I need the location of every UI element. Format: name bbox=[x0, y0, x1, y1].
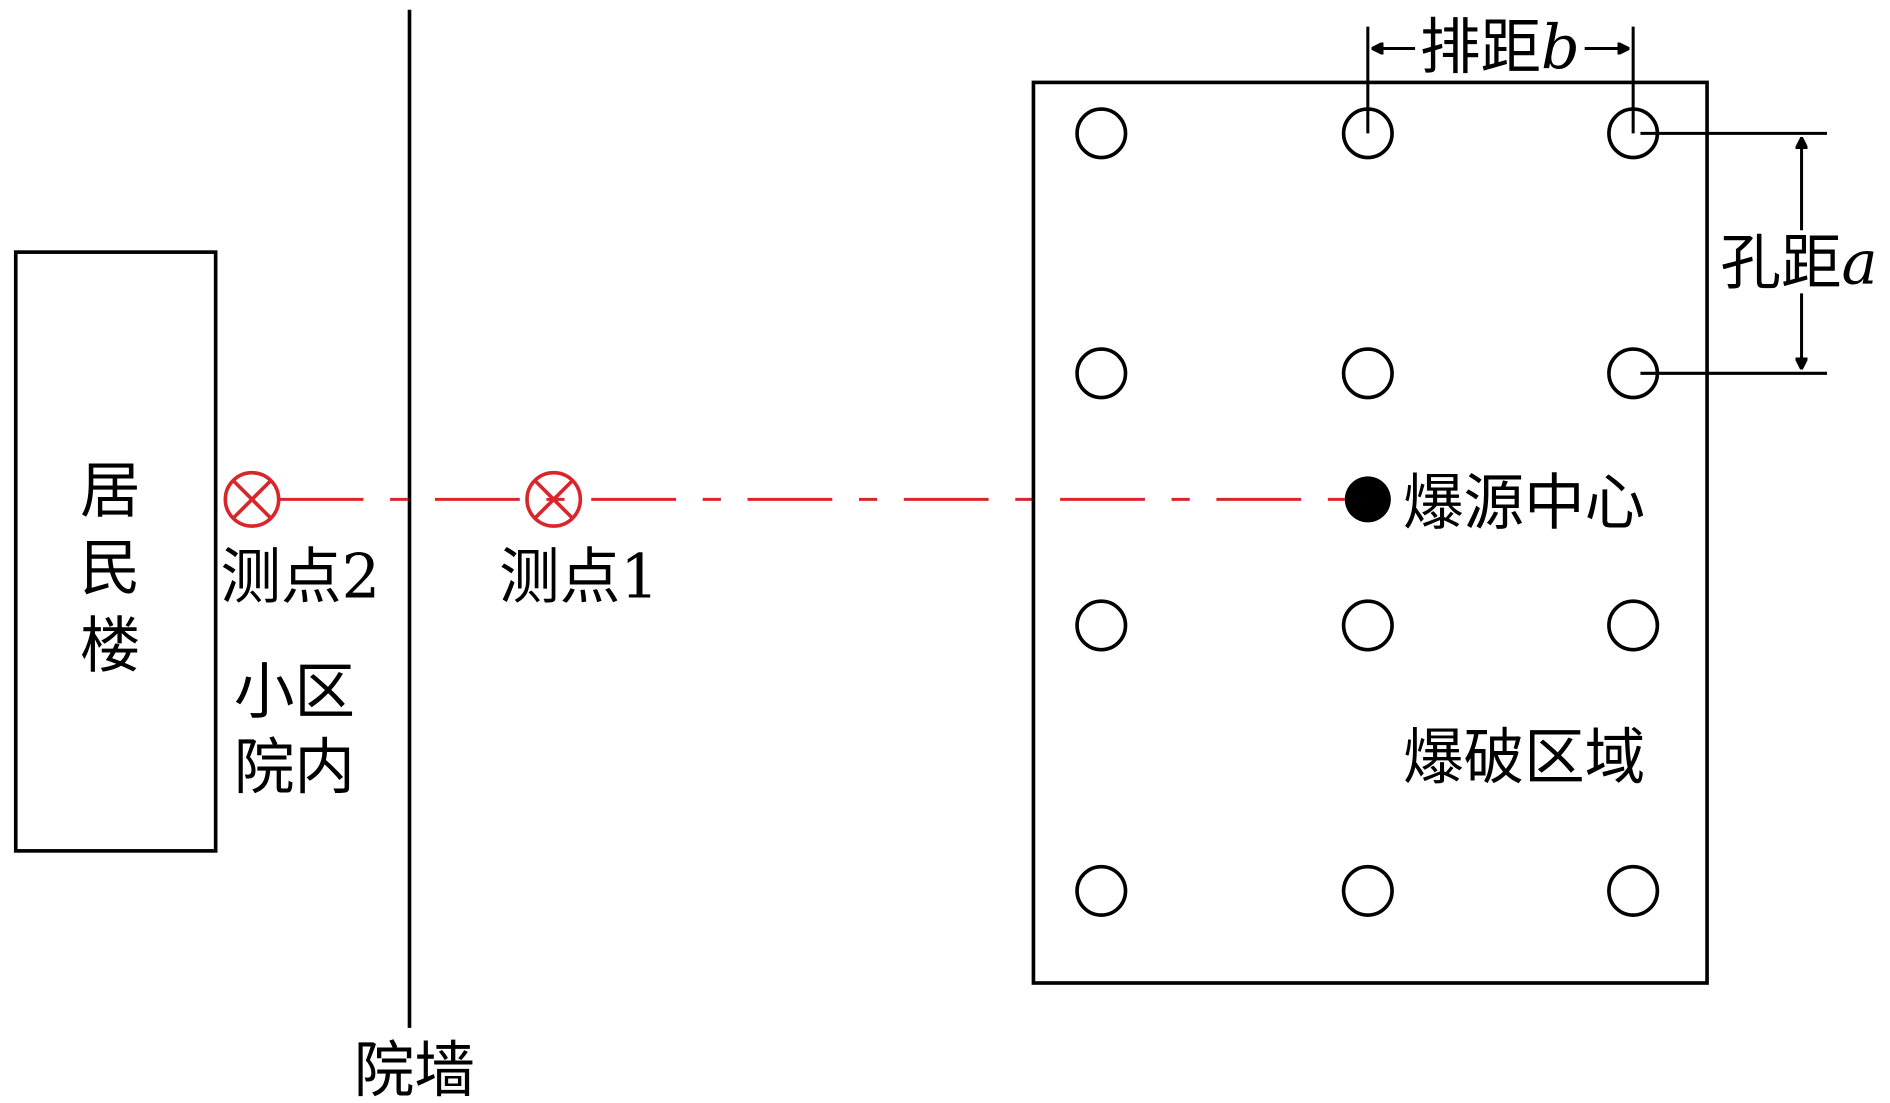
blast-hole bbox=[1341, 864, 1394, 917]
blast-hole bbox=[1341, 347, 1394, 400]
blast-hole bbox=[1075, 107, 1128, 160]
point2-label: 测点2 bbox=[221, 543, 381, 613]
blast-center-label: 爆源中心 bbox=[1403, 469, 1645, 539]
hole-spacing-dimension bbox=[1640, 131, 1827, 375]
point1-label: 测点1 bbox=[499, 543, 659, 613]
blast-area bbox=[1031, 80, 1709, 985]
blast-hole bbox=[1607, 864, 1660, 917]
building-label-1: 居 bbox=[80, 456, 141, 526]
community-label-2: 院内 bbox=[234, 733, 355, 803]
row-spacing-label: 排距b bbox=[1420, 13, 1580, 83]
blast-hole bbox=[1075, 864, 1128, 917]
measure-point-1-icon bbox=[525, 470, 583, 528]
blast-hole bbox=[1075, 347, 1128, 400]
blast-holes bbox=[1075, 107, 1660, 917]
blast-hole bbox=[1607, 599, 1660, 652]
measure-point-2-icon bbox=[223, 470, 281, 528]
residential-building bbox=[13, 250, 218, 853]
row-spacing-dimension bbox=[1366, 26, 1635, 134]
community-label-1: 小区 bbox=[234, 658, 355, 728]
wall-label: 院墙 bbox=[354, 1036, 475, 1103]
building-label-2: 民 bbox=[80, 534, 141, 604]
blast-center-icon bbox=[1344, 476, 1391, 523]
blast-hole bbox=[1341, 599, 1394, 652]
hole-spacing-label: 孔距a bbox=[1720, 229, 1877, 299]
blast-hole bbox=[1075, 599, 1128, 652]
blast-area-label: 爆破区域 bbox=[1403, 723, 1645, 793]
building-label-3: 楼 bbox=[80, 612, 141, 682]
